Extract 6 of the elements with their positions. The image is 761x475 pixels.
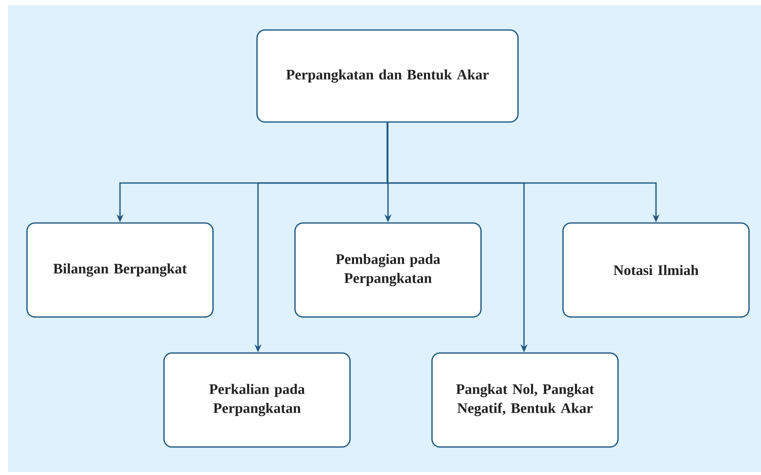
- topic-box: Perpangkatan dan Bentuk Akar: [256, 29, 519, 123]
- topic-box: Pangkat Nol, Pangkat Negatif, Bentuk Akar: [431, 352, 619, 448]
- topic-box: Perkalian pada Perpangkatan: [163, 352, 351, 448]
- topic-box: Pembagian pada Perpangkatan: [294, 222, 482, 318]
- topic-box: Notasi Ilmiah: [562, 222, 750, 318]
- topic-box: Bilangan Berpangkat: [26, 222, 214, 318]
